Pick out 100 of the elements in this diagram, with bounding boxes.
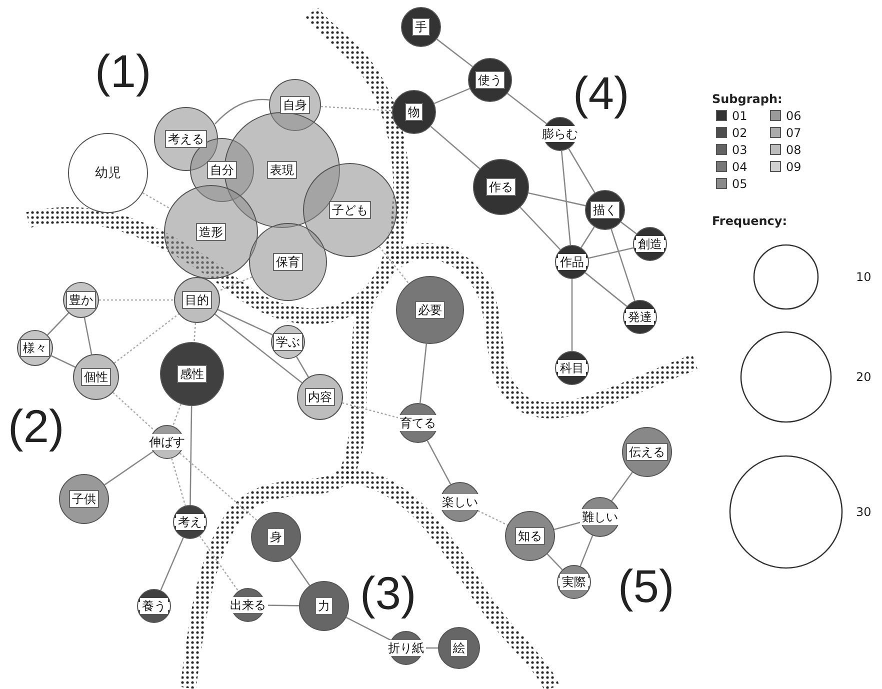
legend-text: 03 xyxy=(732,143,748,157)
connector-line xyxy=(172,404,182,426)
word-circle xyxy=(63,282,99,318)
word-label: 子ども xyxy=(329,201,371,219)
word-label: 出来る xyxy=(228,597,268,613)
legend-text: 20 xyxy=(856,370,872,384)
legend-text: 07 xyxy=(786,126,802,140)
connector-line xyxy=(434,88,470,104)
word-label: 力 xyxy=(315,597,333,615)
connector-line xyxy=(546,554,563,570)
word-label: 個性 xyxy=(81,368,111,386)
word-circle xyxy=(622,427,672,477)
connector-line xyxy=(620,222,637,234)
connector-line xyxy=(507,92,547,124)
word-label: 絵 xyxy=(450,639,468,657)
word-circle xyxy=(251,512,301,562)
connector-line xyxy=(520,206,561,250)
word-label: 自身 xyxy=(280,96,310,114)
connector-line xyxy=(194,322,196,342)
word-label: 自分 xyxy=(207,161,237,179)
word-circle xyxy=(401,7,441,47)
connector-line xyxy=(104,451,154,486)
group-number: (5) xyxy=(618,563,674,609)
word-circle xyxy=(555,245,589,279)
word-label: 作品 xyxy=(558,254,586,270)
word-label: 感性 xyxy=(177,365,207,383)
connector-line xyxy=(378,246,410,284)
connector-line xyxy=(580,226,595,248)
word-label: 子供 xyxy=(69,490,99,508)
word-label: 豊か xyxy=(66,291,96,309)
word-circle xyxy=(557,565,591,599)
connector-line xyxy=(560,150,572,246)
word-circle xyxy=(438,627,480,669)
legend-text: 05 xyxy=(732,177,748,191)
connector-line xyxy=(218,276,252,292)
connector-line xyxy=(99,299,174,301)
word-label: 学ぶ xyxy=(273,333,303,351)
word-circle xyxy=(137,589,171,623)
connector-line xyxy=(584,272,628,307)
connector-line xyxy=(142,192,171,210)
word-label: 考え xyxy=(176,514,204,530)
legend-text: 02 xyxy=(732,126,748,140)
connector-line xyxy=(478,510,508,526)
word-label: 必要 xyxy=(415,301,445,319)
word-label: 育てる xyxy=(398,415,438,431)
word-circle xyxy=(271,325,305,359)
word-label: 作る xyxy=(486,178,516,196)
word-label: 保育 xyxy=(273,253,303,271)
connector-line xyxy=(571,279,573,351)
word-circle xyxy=(505,511,555,561)
connector-line xyxy=(580,535,594,566)
word-circle xyxy=(173,505,207,539)
legend-text: 08 xyxy=(786,143,802,157)
word-circle xyxy=(174,277,220,323)
connector-line xyxy=(296,356,309,378)
word-label: 造形 xyxy=(196,223,226,241)
word-label: 創造 xyxy=(636,236,664,252)
connector-line xyxy=(419,344,428,404)
connector-line xyxy=(112,392,155,431)
connector-line xyxy=(320,106,392,112)
word-circle xyxy=(468,58,512,102)
connector-line xyxy=(214,98,270,124)
word-label: 描く xyxy=(590,201,620,219)
connector-line xyxy=(46,312,70,336)
word-label: 幼児 xyxy=(95,165,121,182)
word-circle xyxy=(633,227,667,261)
connector-line xyxy=(436,38,473,68)
connector-line xyxy=(84,318,92,355)
connector-line xyxy=(426,440,452,485)
group-number: (3) xyxy=(360,570,416,616)
connector-line xyxy=(290,557,310,586)
legend-text: 09 xyxy=(786,160,802,174)
group-number: (2) xyxy=(8,403,64,449)
word-circle xyxy=(623,300,657,334)
connector-line xyxy=(554,522,581,530)
legend-text: 10 xyxy=(856,270,872,284)
connector-line xyxy=(342,402,399,418)
group-number: (1) xyxy=(95,48,152,94)
word-label: 様々 xyxy=(20,339,50,357)
connector-line xyxy=(50,355,76,368)
connector-line xyxy=(214,314,302,384)
connector-line xyxy=(199,536,239,592)
connector-line xyxy=(610,228,636,302)
word-circle xyxy=(473,159,529,215)
group-number: (4) xyxy=(573,70,630,116)
word-circle xyxy=(392,90,436,134)
word-label: 内容 xyxy=(305,388,335,406)
legend-text: 04 xyxy=(732,160,748,174)
legend-heading: Frequency: xyxy=(712,214,788,228)
connector-line xyxy=(114,313,180,364)
legend-text: 01 xyxy=(732,109,748,123)
word-circle xyxy=(555,351,589,385)
connector-line xyxy=(568,148,596,194)
legend-text: 06 xyxy=(786,109,802,123)
word-label: 折り紙 xyxy=(386,640,426,656)
connector-line xyxy=(171,458,186,506)
word-circle xyxy=(17,330,53,366)
connector-line xyxy=(588,247,634,259)
word-label: 手 xyxy=(412,18,430,36)
connector-line xyxy=(528,192,586,206)
